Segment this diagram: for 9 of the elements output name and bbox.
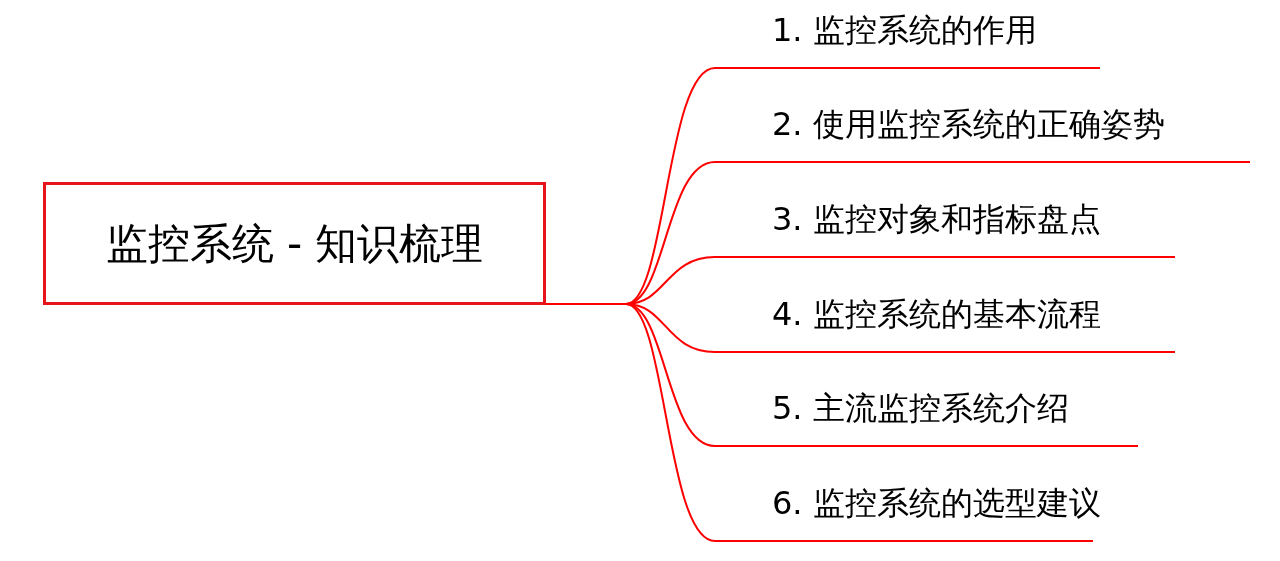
topic-box [43,182,546,305]
topic-title: 监控系统 - 知识梳理 [105,217,484,270]
branch-topic: 1. 监控系统的作用 [772,10,1037,51]
branch-topic: 5. 主流监控系统介绍 [772,388,1069,429]
branch-topic: 2. 使用监控系统的正确姿势 [772,104,1165,145]
branch-topic: 3. 监控对象和指标盘点 [772,199,1101,240]
branch-topic: 4. 监控系统的基本流程 [772,294,1101,335]
branch-topic: 6. 监控系统的选型建议 [772,483,1101,524]
branch-connector [545,303,716,542]
